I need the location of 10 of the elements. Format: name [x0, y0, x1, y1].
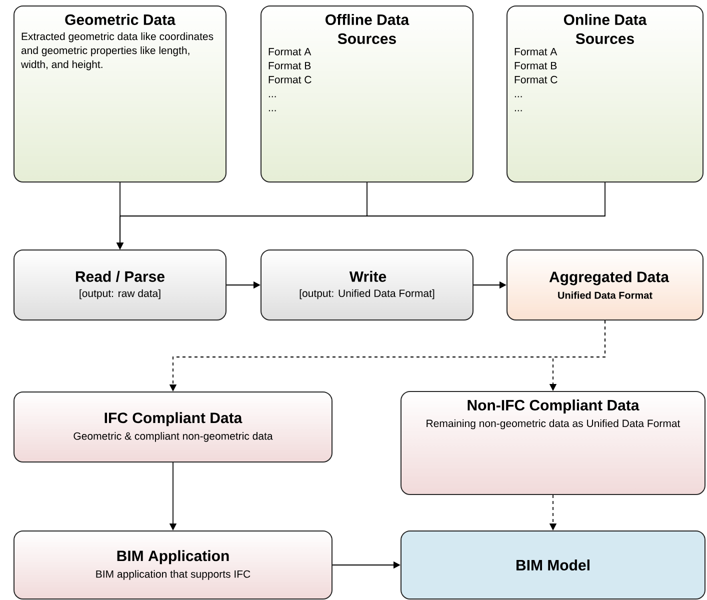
process-box: IFC Compliant Data Geometric & compliant non-geometric data	[14, 392, 332, 462]
process-box: Online Data Sources Format A Format B Format C ... ...	[506, 6, 704, 182]
process-box: Non-IFC Compliant Data Remaining non-geometric data as Unified Data Format	[400, 391, 706, 495]
process-box: Write [output: Unified Data Format]	[260, 250, 474, 320]
process-box: Aggregated Data Unified Data Format	[506, 250, 704, 320]
process-box: BIM Application BIM application that supports IFC	[14, 530, 332, 600]
process-box: BIM Model	[400, 530, 706, 600]
process-box: Offline Data Sources Format A Format B Format C ... ...	[260, 6, 474, 182]
process-box: Read / Parse [output: raw data]	[14, 250, 226, 320]
process-box: Geometric Data Extracted geometric data like coordinates and geometric properties like length, width, and height.	[14, 6, 226, 182]
